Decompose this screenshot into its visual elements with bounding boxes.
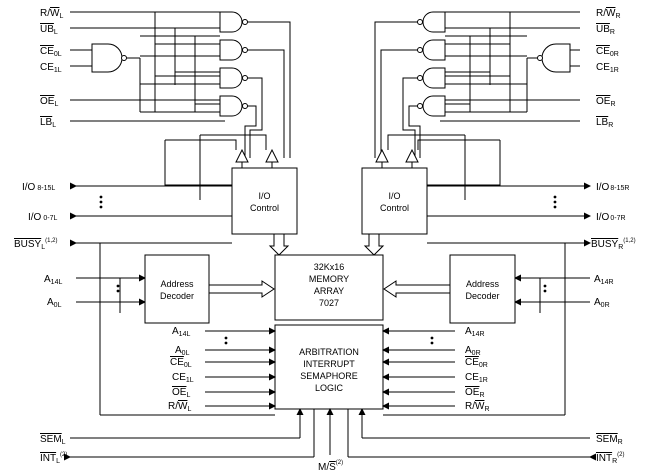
right-rw-label: R/WR (596, 8, 621, 20)
right-ce0-label: CE0R (596, 46, 619, 58)
right-oe-label: OER (596, 96, 616, 108)
center-left-rw-label: R/WL (168, 401, 191, 413)
right-ce1-label: CE1R (596, 62, 619, 74)
left-port: I/O Control Address Decoder (64, 11, 315, 461)
and-gate-left-1 (219, 11, 243, 33)
tristate-buffer-right-2 (405, 148, 419, 163)
right-a0-label: A0R (594, 297, 610, 309)
arbitration-logic-label-4: LOGIC (315, 383, 344, 393)
right-int-label: INTR(2) (596, 452, 625, 465)
center-left-ce1-label: CE1L (172, 372, 194, 384)
arbitration-logic-label-3: SEMAPHORE (300, 371, 358, 381)
left-rw-label: R/WL (40, 8, 63, 20)
tristate-buffer-right-1 (375, 148, 389, 163)
center-left-ce0-label: CE0L (170, 357, 192, 369)
center-right-a0-label: A0R (465, 345, 481, 357)
io-control-right-block (361, 167, 428, 235)
ce-nand-gate-right (541, 43, 571, 73)
master-slave-label: M/S(2) (318, 460, 343, 473)
tristate-buffer-left-2 (265, 148, 279, 163)
address-decoder-right-label-1: Address (466, 279, 500, 289)
address-decoder-right-block (449, 254, 516, 324)
io-control-left-label-1: I/O (258, 191, 270, 201)
tristate-buffer-left-1 (235, 148, 249, 163)
right-ub-label: UBR (596, 24, 615, 36)
and-gate-right-2 (422, 39, 446, 61)
memory-array-label-3: ARRAY (314, 286, 344, 296)
ce-nand-gate-left (91, 43, 123, 73)
left-a0-label: A0L (47, 297, 62, 309)
center-left-labels: A14L A0L CE0L CE1L OEL R/WL (168, 326, 194, 413)
address-decoder-right-label-2: Decoder (465, 291, 499, 301)
memory-array-label-4: 7027 (319, 298, 339, 308)
center-right-ce1-label: CE1R (465, 372, 488, 384)
arbitration-logic-block (274, 324, 384, 410)
and-gate-right-3 (422, 67, 446, 89)
memory-array-label-2: MEMORY (309, 274, 349, 284)
left-int-label: INTL(2) (40, 452, 67, 465)
io-control-left-label-2: Control (250, 203, 279, 213)
and-gate-left-3 (219, 67, 243, 89)
right-labels: R/WR UBR CE0R CE1R OER LBR I/O8-15R I/O0… (591, 8, 636, 465)
io-control-right-label-2: Control (380, 203, 409, 213)
left-ce1-label: CE1L (40, 62, 62, 74)
center-right-ce0-label: CE0R (465, 357, 488, 369)
and-gate-right-1 (422, 11, 446, 33)
center-right-a14-label: A14R (465, 326, 485, 338)
right-sem-label: SEMR (596, 434, 623, 446)
address-decoder-left-block (144, 254, 210, 324)
left-oe-label: OEL (40, 96, 58, 108)
right-port: I/O Control Address Decoder (347, 11, 596, 461)
left-a14-label: A14L (44, 274, 62, 286)
right-busy-label: BUSYR(1,2) (591, 238, 636, 251)
right-io-hi-label: I/O8-15R (596, 182, 629, 193)
right-a14-label: A14R (594, 274, 614, 286)
right-lb-label: LBR (596, 117, 613, 129)
io-control-left-block (231, 167, 298, 235)
address-decoder-left-label-1: Address (160, 279, 194, 289)
memory-array-block (274, 254, 384, 321)
and-gate-left-2 (219, 39, 243, 61)
left-ub-label: UBL (40, 24, 58, 36)
arbitration-logic-label-1: ARBITRATION (299, 347, 359, 357)
center-core: 32Kx16 MEMORY ARRAY 7027 ARBITRATION INT… (205, 233, 455, 455)
io-control-right-label-1: I/O (388, 191, 400, 201)
center-right-labels: A14R A0R CE0R CE1R OER R/WR (465, 326, 490, 413)
center-left-oe-label: OEL (172, 387, 190, 399)
left-ce0-label: CE0L (40, 46, 62, 58)
center-left-a14-label: A14L (172, 326, 190, 338)
left-sem-label: SEML (40, 434, 66, 446)
center-right-oe-label: OER (465, 387, 485, 399)
center-right-rw-label: R/WR (465, 401, 490, 413)
and-gate-left-4 (219, 95, 243, 117)
and-gate-right-4 (422, 95, 446, 117)
left-busy-label: BUSYL(1,2) (14, 238, 57, 251)
address-decoder-left-label-2: Decoder (160, 291, 194, 301)
right-io-lo-label: I/O0-7R (596, 212, 626, 223)
memory-array-label-1: 32Kx16 (314, 262, 345, 272)
arbitration-logic-label-2: INTERRUPT (303, 359, 355, 369)
center-left-a0-label: A0L (175, 345, 190, 357)
left-lb-label: LBL (40, 117, 56, 129)
